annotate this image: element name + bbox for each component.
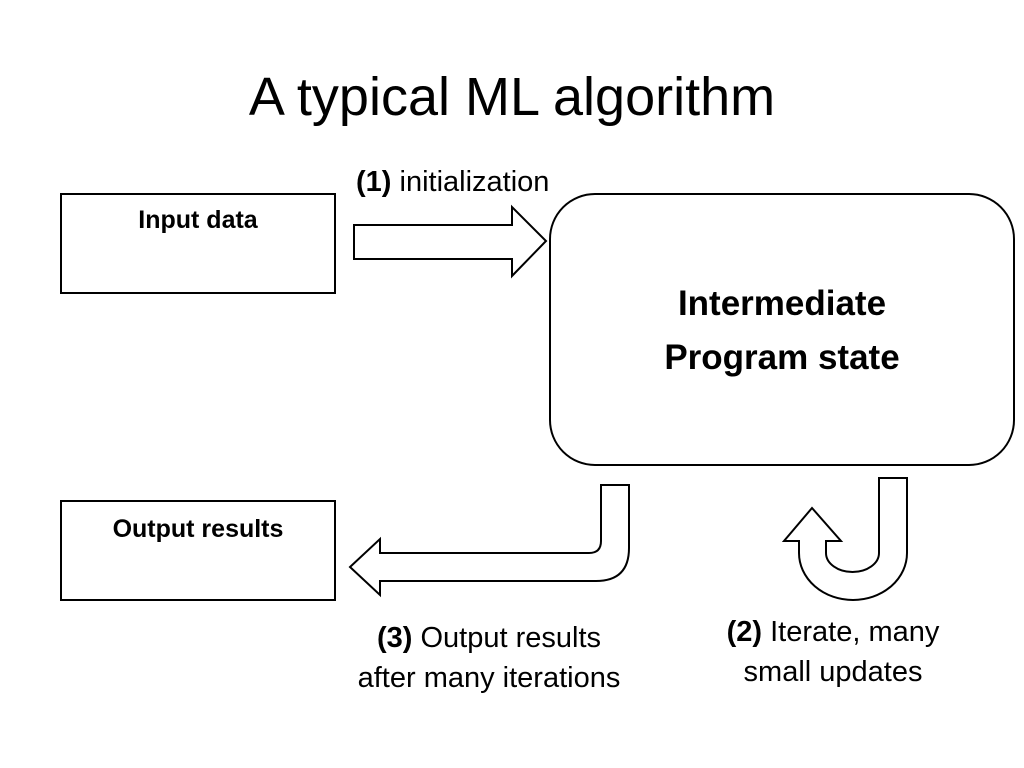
output-results-label: Output results — [112, 515, 284, 543]
step-number-2: (2) — [726, 616, 763, 648]
step-number-1: (1) — [356, 166, 392, 198]
output-caption: (3) Output results after many iterations — [330, 618, 648, 698]
step-number-3: (3) — [376, 622, 413, 654]
input-data-box: Input data — [60, 193, 336, 294]
output-arrow-icon — [348, 484, 630, 598]
iterate-text-line1: Iterate, many — [770, 616, 940, 648]
iterate-caption: (2) Iterate, many small updates — [700, 612, 966, 692]
initialization-text: initialization — [399, 166, 550, 198]
initialization-caption: (1) initialization — [356, 162, 549, 202]
output-text-line1: Output results — [420, 622, 602, 654]
iterate-caption-line1: (2) Iterate, many — [700, 612, 966, 652]
output-caption-line1: (3) Output results — [330, 618, 648, 658]
input-data-label: Input data — [138, 206, 258, 234]
iterate-text-line2: small updates — [743, 656, 923, 688]
program-state-box: Intermediate Program state — [549, 193, 1015, 466]
initialization-arrow-icon — [353, 204, 548, 279]
output-results-box: Output results — [60, 500, 336, 601]
iterate-loop-arrow-icon — [781, 477, 908, 601]
slide-title: A typical ML algorithm — [248, 67, 776, 127]
program-state-label-line1: Intermediate — [677, 284, 887, 323]
program-state-label-line2: Program state — [664, 338, 900, 377]
output-text-line2: after many iterations — [357, 662, 621, 694]
